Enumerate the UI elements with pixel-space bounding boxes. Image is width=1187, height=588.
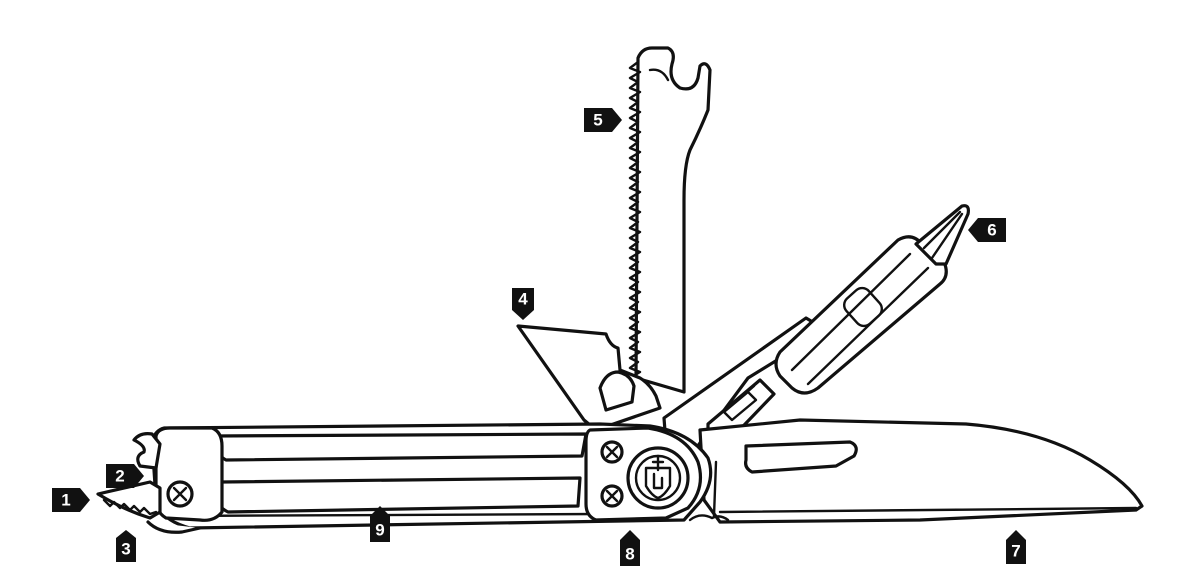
callout-7-label: 7 [1011, 542, 1020, 561]
callout-1: 1 [52, 488, 90, 512]
callout-7: 7 [1006, 530, 1026, 564]
callout-3: 3 [116, 530, 136, 562]
callout-9: 9 [370, 506, 390, 542]
callout-6: 6 [968, 218, 1006, 242]
front-tools [96, 432, 730, 534]
screw-pivot-top [600, 440, 624, 464]
callout-3-label: 3 [121, 540, 130, 559]
callout-2-label: 2 [115, 467, 124, 486]
callout-layer: 1 2 3 4 5 6 7 [52, 108, 1026, 566]
shield-logo-icon [626, 446, 690, 510]
screw-left [166, 480, 194, 508]
callout-5-label: 5 [593, 111, 602, 130]
callout-4: 4 [512, 288, 534, 320]
callout-6-label: 6 [987, 221, 996, 240]
callout-1-label: 1 [61, 491, 70, 510]
screw-pivot-bottom [600, 484, 624, 508]
knife-blade [698, 418, 1144, 524]
opener-tool [516, 324, 662, 432]
callout-2: 2 [106, 464, 144, 488]
callout-8-label: 8 [625, 545, 634, 564]
saw-blade [628, 46, 712, 394]
callout-5: 5 [584, 108, 622, 132]
handle [150, 422, 713, 530]
callout-4-label: 4 [518, 290, 528, 309]
saw-teeth [628, 60, 642, 384]
callout-9-label: 9 [375, 521, 384, 540]
callout-8: 8 [620, 530, 640, 566]
